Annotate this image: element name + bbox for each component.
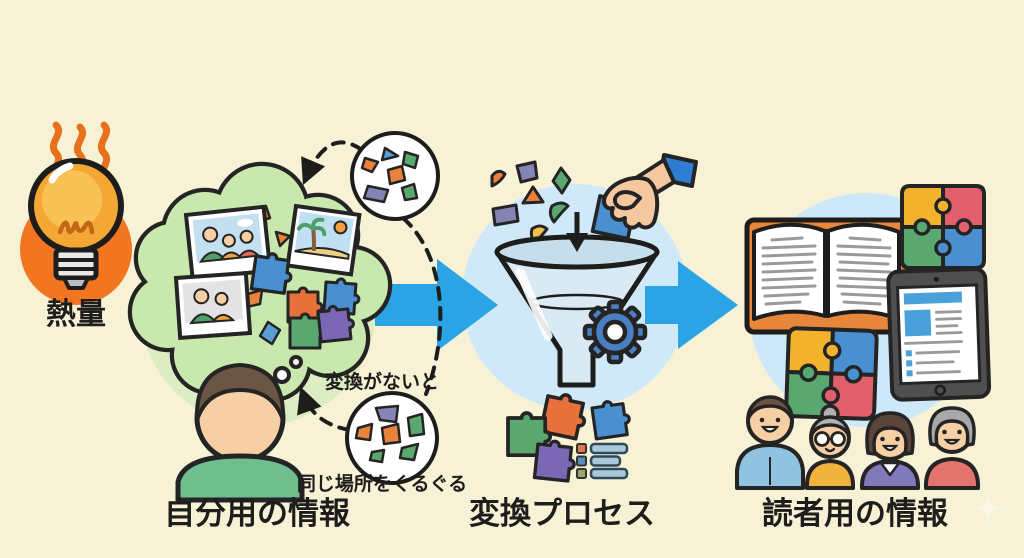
list-icon [576, 442, 629, 480]
photo-family-1 [183, 204, 273, 281]
dashed-loop-back [297, 386, 352, 432]
loop-circle-bottom [345, 391, 439, 485]
caption-stage1: 自分用の情報 [164, 496, 351, 532]
dashed-loop [297, 140, 443, 432]
reader-man [735, 395, 805, 490]
person-author [175, 363, 305, 503]
thought-bubbles [273, 355, 303, 384]
puzzle-assembled-1 [900, 184, 986, 270]
flow-arrow-1 [375, 259, 498, 351]
reader-elder-woman [923, 406, 981, 490]
caption-stage2: 変換プロセス [469, 496, 655, 532]
flow-arrow-2 [645, 261, 738, 349]
caption-stage3: 読者用の情報 [762, 496, 949, 532]
heat-label: 熱量 [46, 297, 106, 332]
note-same-place-loop: 同じ場所をぐるぐる [297, 473, 467, 495]
hand-icon [590, 153, 698, 242]
tablet-icon [886, 266, 992, 402]
reader-grandma-glasses [804, 404, 856, 490]
photo-family-2 [173, 270, 253, 340]
dashed-loop-into-cloud [301, 140, 364, 186]
note-no-conversion: 変換がないと [325, 370, 439, 393]
lightbulb-icon [28, 158, 124, 290]
reader-woman [859, 411, 921, 490]
dashed-loop-down [401, 216, 443, 396]
loop-circle-top [350, 131, 440, 221]
puzzle-assembled-2 [784, 326, 879, 421]
sparkle-icon [974, 494, 1002, 522]
down-arrow-icon [566, 212, 588, 252]
open-book-icon [744, 217, 911, 345]
thought-cloud [127, 161, 393, 403]
photo-beach [285, 203, 362, 277]
gear-icon [582, 299, 648, 365]
